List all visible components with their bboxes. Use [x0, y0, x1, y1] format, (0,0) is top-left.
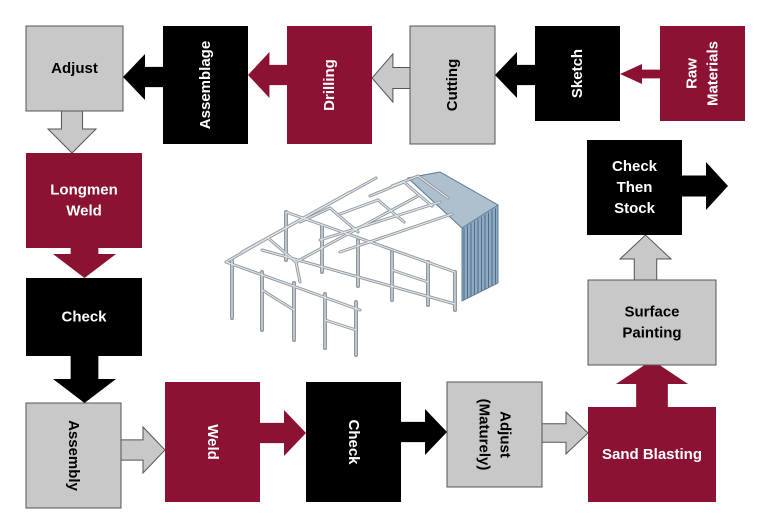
- step-box-bg-check-1: [26, 278, 142, 356]
- step-box-adjust: Adjust: [25, 25, 124, 112]
- step-label-adjust: Adjust: [51, 60, 98, 77]
- flow-arrow-from-raw-materials: [620, 64, 660, 84]
- flow-arrow-from-adjust: [46, 110, 98, 154]
- step-box-bg-longmen-weld: [26, 153, 142, 248]
- step-label-drilling: Drilling: [321, 59, 338, 111]
- step-box-sketch: Sketch: [535, 26, 620, 121]
- flow-arrow-from-drilling: [248, 52, 287, 98]
- step-box-bg-cutting: [409, 25, 496, 145]
- flow-arrow-from-assembly: [120, 425, 166, 475]
- flow-arrow-from-adjust-maturely: [541, 410, 589, 456]
- step-label-raw-materials-line-1: Raw: [684, 58, 701, 89]
- flow-arrow-from-check-2: [401, 409, 447, 455]
- flow-arrow-from-sand-blasting: [616, 360, 688, 407]
- step-box-bg-assembly: [25, 402, 122, 509]
- step-label-check-then-stock-line-3: Stock: [614, 200, 656, 217]
- step-box-bg-weld: [165, 382, 260, 502]
- flow-arrow-from-assemblage: [123, 54, 163, 100]
- flow-arrow-from-cutting: [371, 52, 411, 104]
- step-label-check-2: Check: [345, 419, 362, 465]
- step-label-cutting: Cutting: [444, 59, 461, 111]
- step-box-check-1: Check: [26, 278, 142, 356]
- flow-arrow-from-sketch: [495, 52, 535, 98]
- step-label-longmen-weld-line-1: Longmen: [50, 182, 118, 199]
- step-box-bg-drilling: [287, 26, 372, 144]
- flow-arrow-from-longmen-weld: [53, 236, 116, 278]
- step-label-check-1: Check: [61, 309, 107, 326]
- step-label-check-then-stock-line-1: Check: [612, 158, 658, 175]
- step-box-drilling: Drilling: [287, 26, 372, 144]
- flow-arrow-from-weld: [260, 410, 306, 456]
- step-box-assemblage: Assemblage: [163, 26, 248, 144]
- step-label-surface-painting-line-1: Surface: [624, 304, 679, 321]
- step-label-adjust-maturely-line-1: Adjust: [497, 411, 514, 458]
- step-box-adjust-maturely: Adjust(Maturely): [446, 381, 543, 488]
- flow-arrow-from-check-1: [53, 356, 116, 403]
- step-label-check-then-stock-line-2: Then: [617, 179, 653, 196]
- step-box-sand-blasting: Sand Blasting: [588, 407, 716, 502]
- step-label-sketch: Sketch: [569, 49, 586, 98]
- step-label-surface-painting-line-2: Painting: [622, 325, 681, 342]
- step-label-adjust-maturely-line-2: (Maturely): [476, 399, 493, 471]
- step-box-weld: Weld: [165, 382, 260, 502]
- steel-frame-members: [224, 174, 457, 357]
- step-box-cutting: Cutting: [409, 25, 496, 145]
- step-label-assembly: Assembly: [65, 420, 82, 492]
- step-box-bg-assemblage: [163, 26, 248, 144]
- step-box-bg-sand-blasting: [588, 407, 716, 502]
- step-label-longmen-weld-line-2: Weld: [66, 203, 102, 220]
- steel-building-frame-illustration: [224, 171, 499, 357]
- step-box-bg-surface-painting: [587, 279, 717, 366]
- step-label-raw-materials-line-2: Materials: [705, 41, 722, 106]
- step-label-sand-blasting: Sand Blasting: [602, 446, 702, 463]
- step-label-assemblage: Assemblage: [197, 41, 214, 129]
- flow-arrow-from-check-then-stock: [682, 162, 728, 210]
- connector-arrows: [46, 52, 728, 475]
- step-box-assembly: Assembly: [25, 402, 122, 509]
- step-box-check-2: Check: [306, 382, 401, 502]
- step-box-bg-check-2: [306, 382, 401, 502]
- step-box-bg-adjust-maturely: [446, 381, 543, 488]
- flow-arrow-from-surface-painting: [618, 234, 673, 281]
- step-box-bg-sketch: [535, 26, 620, 121]
- step-box-bg-check-then-stock: [587, 140, 682, 235]
- step-box-bg-raw-materials: [660, 26, 745, 121]
- step-label-weld: Weld: [204, 424, 221, 460]
- step-box-bg-adjust: [25, 25, 124, 112]
